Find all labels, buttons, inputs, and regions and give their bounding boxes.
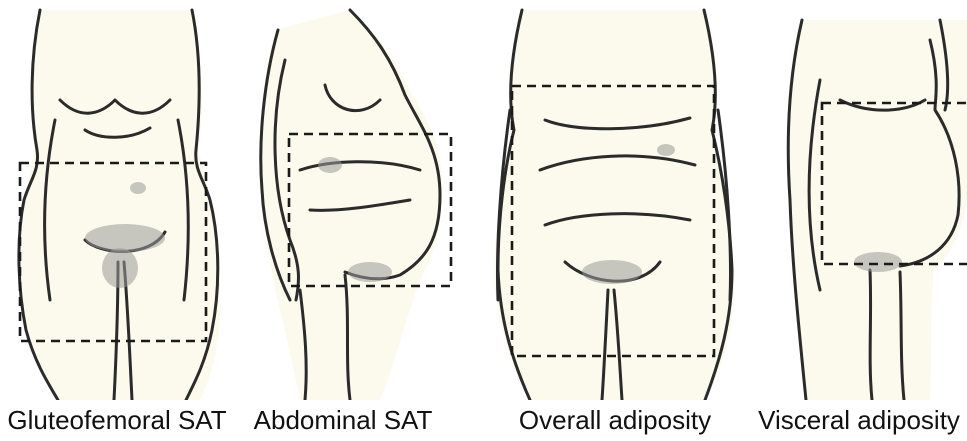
figure-visceral (787, 20, 967, 400)
figure-overall-groin-shading (582, 260, 642, 284)
figure-overall-side-shading (657, 144, 675, 156)
figure-gluteofemoral (19, 10, 220, 400)
figure-abdominal-side-shading (318, 157, 342, 173)
figure-overall-skin (494, 10, 734, 400)
caption-visceral-adiposity: Visceral adiposity (758, 405, 960, 435)
body-illustrations (0, 0, 967, 400)
caption-overall-adiposity: Overall adiposity (519, 405, 711, 435)
caption-gluteofemoral-sat: Gluteofemoral SAT (7, 405, 226, 435)
figure-visceral-groin-shading (854, 252, 902, 272)
figure-overall (494, 10, 734, 400)
figure-abdominal (261, 10, 451, 400)
figure-gluteofemoral-thigh-shading (102, 248, 138, 288)
figure-abdominal-groin-shading (348, 262, 392, 282)
figure-gluteofemoral-hip-shading (85, 224, 165, 252)
figure-visceral-skin (787, 20, 967, 400)
caption-abdominal-sat: Abdominal SAT (254, 405, 433, 435)
figure-gluteofemoral-navel-shading (130, 182, 146, 194)
